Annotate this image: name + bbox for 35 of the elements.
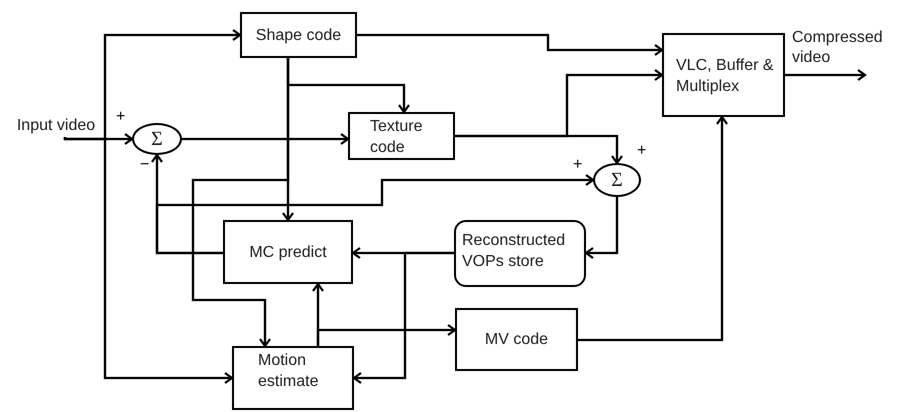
summing-junction bbox=[132, 123, 182, 155]
node-text: Texture code bbox=[370, 117, 424, 158]
arrow bbox=[156, 174, 594, 254]
summing-junction bbox=[593, 163, 641, 197]
process-box bbox=[232, 346, 354, 410]
arrow bbox=[785, 68, 866, 82]
sign-label: − bbox=[140, 157, 150, 173]
arrow bbox=[352, 252, 454, 384]
process-box bbox=[348, 112, 455, 160]
process-box bbox=[223, 220, 353, 284]
arrow bbox=[192, 58, 290, 348]
arrow bbox=[455, 134, 624, 164]
arrow bbox=[357, 34, 664, 56]
node-text: Motion estimate bbox=[258, 351, 320, 392]
arrow bbox=[584, 197, 618, 260]
node-text: MC predict bbox=[249, 242, 327, 262]
node-text: Shape code bbox=[256, 26, 342, 46]
node-text: VLC, Buffer & Multiplex bbox=[676, 56, 775, 97]
input-label: Input video bbox=[8, 113, 104, 137]
node-text: MV code bbox=[484, 330, 548, 350]
process-box bbox=[454, 220, 586, 287]
node-text: Σ bbox=[151, 128, 163, 150]
sign-label: + bbox=[573, 157, 582, 173]
edge-label: Compressed video bbox=[792, 28, 884, 68]
sign-label: + bbox=[637, 143, 646, 159]
arrow bbox=[182, 132, 350, 146]
sign-label: + bbox=[116, 109, 126, 125]
arrow bbox=[578, 116, 728, 342]
arrow bbox=[316, 324, 456, 346]
arrow bbox=[64, 136, 234, 384]
process-box bbox=[455, 308, 578, 371]
process-box bbox=[662, 33, 785, 117]
node-text: Σ bbox=[611, 170, 623, 190]
node-text: Reconstructed VOPs store bbox=[462, 231, 566, 272]
process-box bbox=[240, 12, 357, 58]
